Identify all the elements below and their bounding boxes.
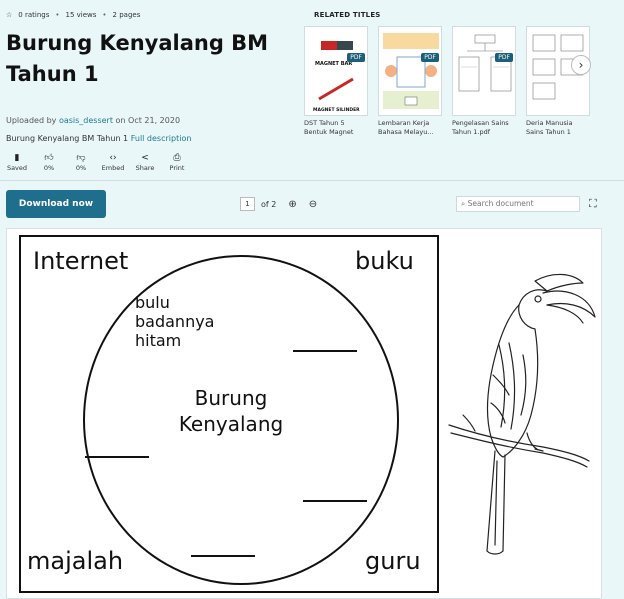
- word-majalah: majalah: [27, 547, 124, 575]
- separator-dot: •: [102, 11, 107, 19]
- print-icon: ⎙: [173, 153, 181, 163]
- clue-line: badannya: [135, 312, 215, 331]
- chart-thumbnail-image: [458, 34, 512, 92]
- zoom-in-icon[interactable]: ⊕: [288, 198, 297, 210]
- upload-info: Uploaded by oasis_dessert on Oct 21, 202…: [6, 116, 180, 125]
- saved-button[interactable]: ▮ Saved: [6, 152, 28, 172]
- embed-icon: ‹›: [109, 153, 117, 163]
- related-item[interactable]: Deria Manusia Sains Tahun 1: [526, 26, 590, 137]
- saved-label: Saved: [6, 164, 28, 172]
- clue-line: bulu: [135, 293, 170, 312]
- zoom-out-icon[interactable]: ⊖: [308, 198, 318, 210]
- related-item[interactable]: PDF Pengelasan Sains Tahun 1.pdf: [452, 26, 516, 137]
- fullscreen-icon[interactable]: ⛶: [589, 197, 597, 210]
- author-link[interactable]: oasis_dessert: [58, 116, 113, 125]
- chevron-right-icon: ›: [578, 58, 584, 72]
- like-percent: 0%: [43, 164, 55, 172]
- print-label: Print: [169, 164, 185, 172]
- related-thumbnail: PDF: [378, 26, 442, 116]
- share-button[interactable]: < Share: [134, 152, 156, 172]
- search-icon: ⌕: [461, 199, 466, 208]
- pdf-badge: PDF: [495, 53, 513, 62]
- document-page: Internet buku majalah guru bulu badannya…: [6, 228, 602, 599]
- views-count: 15 views: [65, 11, 97, 19]
- dislike-button[interactable]: 👎︎ 0%: [70, 152, 92, 172]
- print-button[interactable]: ⎙ Print: [166, 152, 188, 172]
- page-number-input[interactable]: 1: [240, 197, 255, 211]
- document-title: Burung Kenyalang BM Tahun 1: [6, 31, 269, 86]
- star-icon: ☆: [6, 11, 13, 19]
- page-navigator: 1 of 2 ⊕ ⊖: [240, 197, 317, 211]
- related-thumbnail: PDF: [452, 26, 516, 116]
- center-title: Burung Kenyalang: [161, 385, 301, 437]
- blank-line: [303, 500, 367, 502]
- like-button[interactable]: 👍︎ 0%: [38, 152, 60, 172]
- document-stats: ☆ 0 ratings • 15 views • 2 pages: [6, 11, 140, 19]
- embed-label: Embed: [101, 164, 125, 172]
- search-document-input[interactable]: ⌕ Search document: [456, 196, 580, 212]
- worksheet-frame: Internet buku majalah guru bulu badannya…: [19, 235, 439, 593]
- bookmark-icon: ▮: [14, 153, 20, 163]
- embed-button[interactable]: ‹› Embed: [101, 152, 125, 172]
- upload-date: on Oct 21, 2020: [115, 116, 181, 125]
- center-title-line: Burung: [194, 386, 268, 410]
- worksheet-thumbnail-image: [383, 33, 439, 109]
- related-item-label: Lembaran Kerja Bahasa Melayu...: [378, 119, 434, 136]
- description: Burung Kenyalang BM Tahun 1 Full descrip…: [6, 134, 191, 143]
- header-divider: [0, 180, 624, 181]
- pdf-badge: PDF: [347, 53, 365, 62]
- description-text: Burung Kenyalang BM Tahun 1: [6, 134, 129, 143]
- worksheet-circle: [83, 255, 399, 585]
- related-item-label: Pengelasan Sains Tahun 1.pdf: [452, 119, 509, 136]
- ratings-count: 0 ratings: [18, 11, 50, 19]
- word-guru: guru: [365, 547, 421, 575]
- page-total: of 2: [261, 199, 277, 209]
- thumbs-up-icon: 👍︎: [44, 153, 54, 163]
- download-button[interactable]: Download now: [6, 190, 106, 218]
- next-related-button[interactable]: ›: [571, 55, 591, 75]
- hornbill-illustration: [448, 273, 596, 555]
- related-item-label: Deria Manusia Sains Tahun 1: [526, 119, 573, 136]
- word-internet: Internet: [33, 247, 129, 275]
- magnet-thumbnail-image: MAGNET BAR MAGNET SILINDER: [313, 41, 360, 113]
- action-bar: ▮ Saved 👍︎ 0% 👎︎ 0% ‹› Embed < Share ⎙ P…: [6, 152, 188, 172]
- related-item[interactable]: PDF Lembaran Kerja Bahasa Melayu...: [378, 26, 442, 137]
- dislike-percent: 0%: [75, 164, 87, 172]
- thumb-text-bar: MAGNET BAR: [315, 61, 352, 67]
- thumb-text-silinder: MAGNET SILINDER: [313, 107, 360, 113]
- blank-line: [293, 350, 357, 352]
- center-title-line: Kenyalang: [178, 412, 284, 436]
- full-description-link[interactable]: Full description: [130, 134, 192, 143]
- blank-line: [85, 456, 149, 458]
- related-item[interactable]: MAGNET BAR MAGNET SILINDER PDF DST Tahun…: [304, 26, 368, 137]
- related-item-label: DST Tahun 5 Bentuk Magnet: [304, 119, 354, 136]
- thumbs-down-icon: 👎︎: [76, 153, 86, 163]
- separator-dot: •: [55, 11, 60, 19]
- word-buku: buku: [355, 247, 414, 275]
- share-icon: <: [141, 153, 149, 163]
- clue-text: bulu badannya hitam: [135, 293, 214, 350]
- clue-line: hitam: [135, 331, 182, 350]
- uploaded-prefix: Uploaded by: [6, 116, 57, 125]
- blank-line: [191, 555, 255, 557]
- pdf-badge: PDF: [421, 53, 439, 62]
- related-thumbnail: MAGNET BAR MAGNET SILINDER PDF: [304, 26, 368, 116]
- related-titles-heading: RELATED TITLES: [314, 11, 381, 19]
- search-placeholder: Search document: [467, 199, 534, 208]
- pages-count: 2 pages: [112, 11, 141, 19]
- share-label: Share: [135, 164, 155, 172]
